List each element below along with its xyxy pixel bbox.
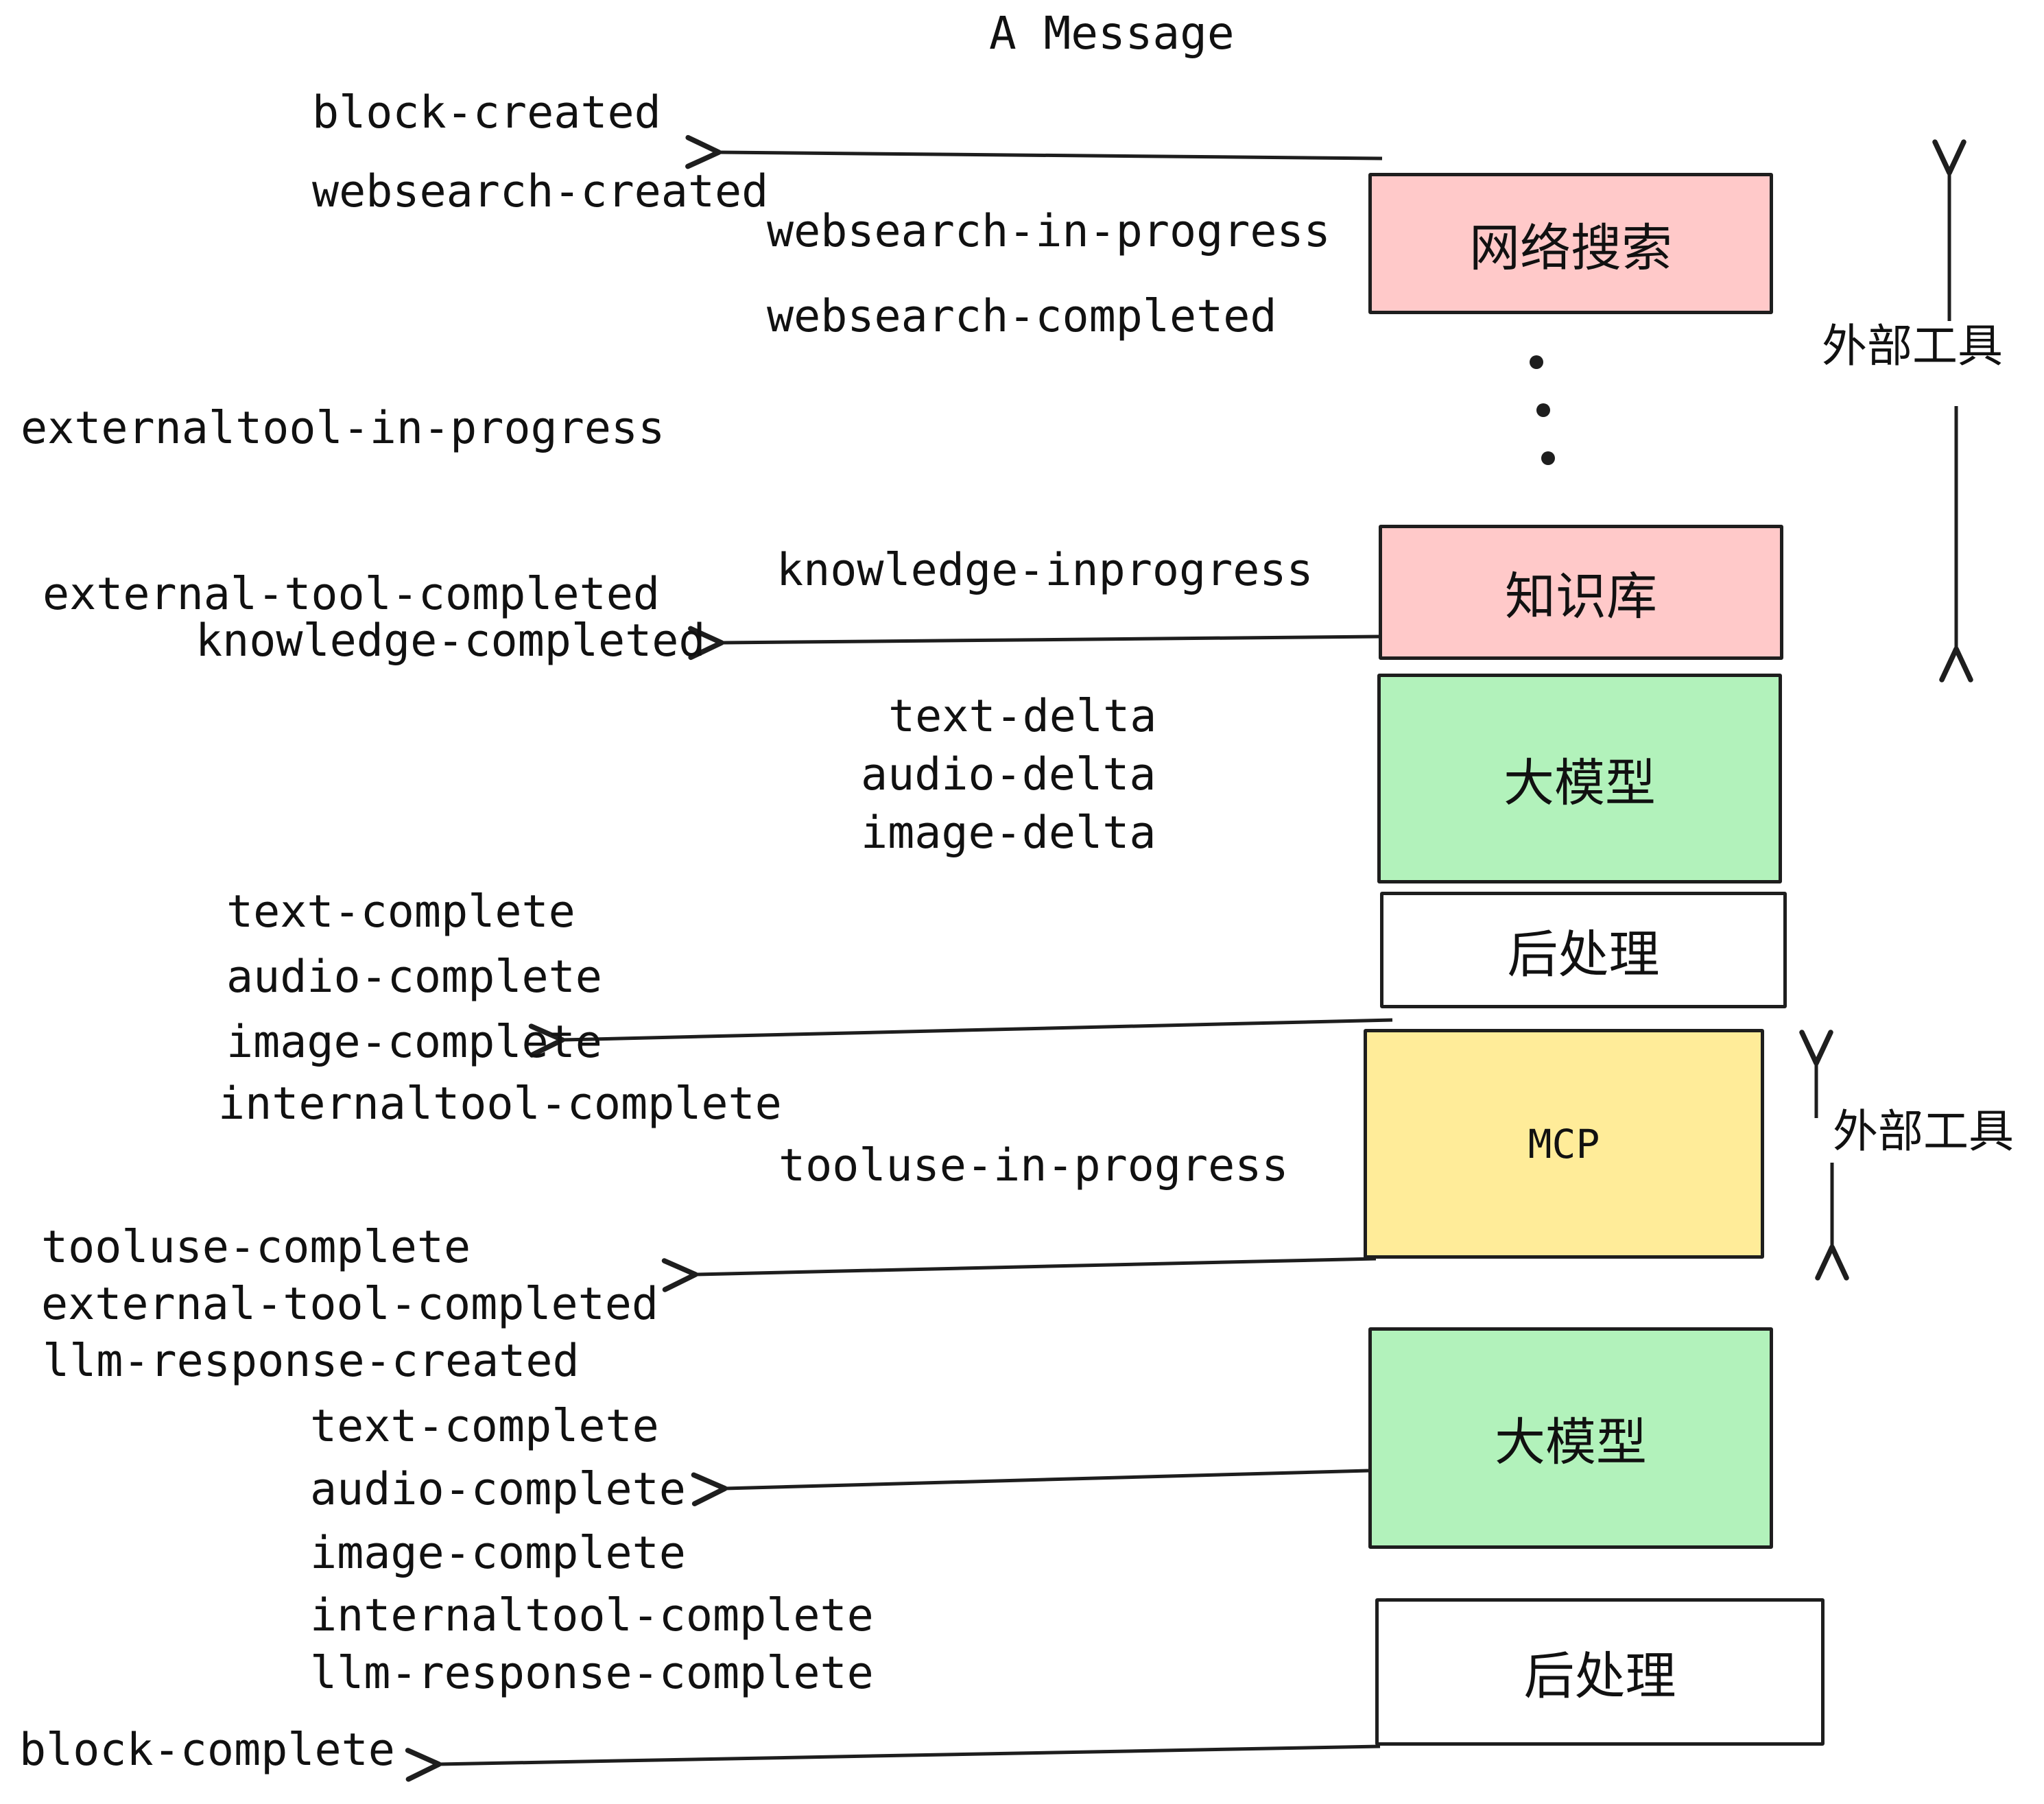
event-label-knowledge-completed: knowledge-completed bbox=[195, 615, 706, 667]
event-label-image-complete: image-complete bbox=[226, 1017, 602, 1068]
event-label-internaltool-complete: internaltool-complete bbox=[218, 1078, 782, 1130]
event-label-image-complete: image-complete bbox=[310, 1528, 686, 1579]
node-postprocess-1: 后处理 bbox=[1380, 892, 1787, 1008]
event-label-audio-complete: audio-complete bbox=[310, 1464, 686, 1515]
node-llm-2: 大模型 bbox=[1368, 1327, 1773, 1549]
event-label-llm-response-complete: llm-response-complete bbox=[310, 1648, 874, 1699]
event-label-text-delta: text-delta bbox=[888, 691, 1157, 742]
event-label-audio-complete: audio-complete bbox=[226, 951, 602, 1003]
node-websearch-label: 网络搜索 bbox=[1469, 218, 1672, 278]
node-llm-1-label: 大模型 bbox=[1504, 753, 1656, 813]
node-knowledge-label: 知识库 bbox=[1505, 567, 1657, 626]
event-label-llm-response-created: llm-response-created bbox=[43, 1336, 580, 1387]
event-label-websearch-in-progress: websearch-in-progress bbox=[767, 206, 1331, 257]
node-postprocess-2: 后处理 bbox=[1375, 1598, 1825, 1746]
node-mcp: MCP bbox=[1364, 1029, 1764, 1259]
node-knowledge-base: 知识库 bbox=[1379, 525, 1783, 660]
external-tools-annotation-top: 外部工具 bbox=[1822, 320, 2003, 372]
event-label-tooluse-complete: tooluse-complete bbox=[41, 1222, 471, 1273]
event-label-text-complete: text-complete bbox=[310, 1401, 659, 1452]
arrow-knowledge-completed bbox=[688, 626, 1381, 661]
event-label-block-complete: block-complete bbox=[19, 1724, 395, 1776]
node-postprocess-2-label: 后处理 bbox=[1523, 1647, 1676, 1706]
event-label-externaltool-in-progress: externaltool-in-progress bbox=[21, 403, 665, 454]
event-label-image-delta: image-delta bbox=[861, 807, 1156, 859]
node-llm-2-label: 大模型 bbox=[1495, 1413, 1647, 1472]
arrow-tooluse-complete bbox=[661, 1257, 1377, 1292]
event-label-websearch-created: websearch-created bbox=[312, 166, 769, 217]
arrow-image-complete bbox=[528, 1018, 1393, 1058]
event-label-block-created: block-created bbox=[312, 87, 661, 139]
ellipsis-dot bbox=[1536, 403, 1550, 417]
diagram-title: A Message bbox=[989, 7, 1235, 60]
event-label-tooluse-in-progress: tooluse-in-progress bbox=[779, 1140, 1289, 1191]
event-label-websearch-completed: websearch-completed bbox=[767, 291, 1277, 342]
node-llm-1: 大模型 bbox=[1377, 674, 1782, 883]
event-label-text-complete: text-complete bbox=[226, 886, 575, 938]
event-label-internaltool-complete: internaltool-complete bbox=[310, 1590, 874, 1641]
node-websearch: 网络搜索 bbox=[1368, 173, 1773, 314]
node-mcp-label: MCP bbox=[1528, 1120, 1600, 1167]
external-tools-annotation-mid: 外部工具 bbox=[1833, 1105, 2014, 1158]
event-label-external-tool-completed: external-tool-completed bbox=[43, 569, 661, 620]
arrow-block-complete bbox=[405, 1744, 1381, 1782]
event-label-audio-delta: audio-delta bbox=[861, 749, 1156, 800]
arrow-audio-complete bbox=[691, 1469, 1369, 1506]
arrow-block-created bbox=[685, 134, 1383, 169]
event-label-knowledge-inprogress: knowledge-inprogress bbox=[776, 545, 1314, 596]
event-label-external-tool-completed: external-tool-completed bbox=[41, 1279, 659, 1330]
node-postprocess-1-label: 后处理 bbox=[1507, 925, 1660, 984]
ellipsis-dot bbox=[1541, 451, 1555, 465]
ellipsis-dot bbox=[1530, 355, 1543, 369]
